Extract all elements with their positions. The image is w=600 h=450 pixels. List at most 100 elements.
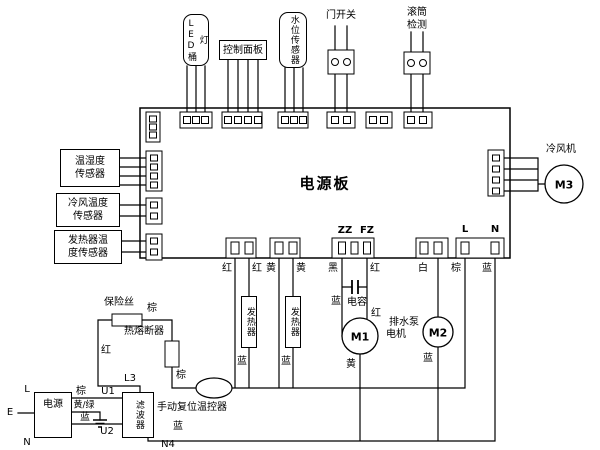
connector-mains-pins [460, 241, 500, 255]
thermostat-symbol [195, 377, 233, 399]
heater-sensor-line2: 度传感器 [68, 248, 108, 259]
thermal-brown-label: 棕 [176, 370, 186, 381]
fuse-symbol [111, 313, 143, 327]
wire-bundle [17, 25, 546, 442]
filter-u1-label: U1 [101, 386, 115, 397]
drum-switch-contact-1 [407, 59, 415, 67]
heater1-box: 发热器 [241, 296, 257, 348]
capacitor-plates [351, 280, 359, 294]
m1-label: M1 [350, 330, 370, 344]
power-brown-label: 棕 [76, 386, 86, 397]
drum-switch-contact-2 [419, 59, 427, 67]
drum-detect-line2: 检测 [407, 20, 427, 31]
connector-spare-left-pins [149, 115, 157, 139]
filter-box: 滤波器 [122, 392, 154, 438]
pump-blue-label: 蓝 [423, 353, 433, 364]
connector-heater2-pins [274, 241, 298, 255]
heater2-blue-label: 蓝 [281, 356, 291, 367]
m3-fan-circle [544, 164, 584, 204]
power-l-label: L [24, 384, 30, 395]
wire-blue-label: 蓝 [482, 263, 492, 274]
filter-l3-label: L3 [124, 373, 136, 384]
m3-label: M3 [554, 178, 574, 192]
filter-n4-label: N4 [161, 439, 175, 450]
cold-fan-label: 冷风机 [546, 144, 576, 155]
connector-water-pins [281, 116, 307, 124]
connector-unused-pins [369, 116, 388, 124]
connector-fan-pins [492, 154, 500, 195]
wire-white-label: 白 [418, 263, 428, 274]
wire-black-label: 黑 [328, 263, 338, 274]
power-e-label: E [6, 407, 14, 418]
drum-detect-line1: 滚筒 [407, 7, 427, 18]
connector-heater1-pins [230, 241, 254, 255]
capacitor-label: 电容 [347, 297, 367, 308]
m1-motor-circle [341, 317, 379, 355]
temp-humidity-box: 温湿度 传感器 [60, 149, 120, 187]
cold-air-line2: 传感器 [73, 211, 103, 222]
water-sensor-label: 水位传感器 [288, 15, 299, 65]
pump-name-label: 排水泵 [389, 317, 419, 328]
filter-label: 滤波器 [133, 400, 144, 430]
wire-red-motor-label: 红 [370, 263, 380, 274]
m2-label: M2 [428, 326, 448, 340]
temp-humidity-line1: 温湿度 [75, 156, 105, 167]
heater1-label: 发热器 [244, 307, 255, 337]
filter-u2-label: U2 [100, 426, 114, 437]
door-switch-contact-2 [343, 58, 351, 66]
led-light-box: LED桶灯 [183, 14, 209, 66]
power-n-label: N [23, 437, 31, 448]
connector-pump-pins [419, 241, 443, 255]
ground-icon [93, 419, 107, 428]
fuse-brown-label: 棕 [147, 303, 157, 314]
connector-temp-humidity-pins [150, 154, 158, 189]
connector-door-pins [331, 116, 351, 124]
wire-brown-label: 棕 [451, 263, 461, 274]
connector-panel-pins [224, 116, 262, 124]
heater-sensor-box: 发热器温 度传感器 [54, 230, 122, 264]
motor-yellow-label: 黄 [346, 359, 356, 370]
zz-label: ZZ [337, 225, 353, 236]
power-board-title: 电源板 [299, 174, 351, 193]
thermostat-label: 手动复位温控器 [157, 402, 227, 413]
connector-drum-pins [407, 116, 427, 124]
wire-yellow2-label: 黄 [296, 263, 306, 274]
red-feed-label: 红 [101, 345, 111, 356]
heater1-blue-label: 蓝 [237, 356, 247, 367]
wire-red1-label: 红 [222, 263, 232, 274]
power-blue-label: 蓝 [80, 412, 90, 423]
l-output-label: L [461, 224, 469, 235]
door-switch-contact-1 [331, 58, 339, 66]
connector-heater-sensor-pins [150, 237, 158, 256]
wire-red2-label: 红 [252, 263, 262, 274]
heater2-box: 发热器 [285, 296, 301, 348]
fuse-label: 保险丝 [104, 297, 134, 308]
motor-name-label: 电机 [386, 329, 406, 340]
thermal-fuse-label: 热熔断器 [124, 326, 164, 337]
water-sensor-box: 水位传感器 [279, 12, 307, 68]
cold-air-line1: 冷风温度 [68, 198, 108, 209]
control-panel-label: 控制面板 [223, 44, 263, 56]
power-board-outline [139, 107, 511, 259]
control-panel-box: 控制面板 [219, 40, 267, 60]
heater-sensor-line1: 发热器温 [68, 235, 108, 246]
door-switch-label: 门开关 [326, 10, 356, 21]
capacitor-blue-label: 蓝 [331, 296, 341, 307]
power-yellow-green-label: 黄/绿 [73, 400, 95, 411]
connector-motor-pins [338, 241, 371, 255]
wire-yellow1-label: 黄 [266, 263, 276, 274]
thermal-fuse-symbol [164, 340, 180, 368]
n-output-label: N [490, 224, 500, 235]
drum-switch-contacts-box [403, 51, 431, 75]
neutral-blue-label: 蓝 [173, 421, 183, 432]
connector-cold-air-pins [150, 201, 158, 220]
cold-air-sensor-box: 冷风温度 传感器 [56, 193, 120, 227]
capacitor-red-label: 红 [371, 308, 381, 319]
led-light-label: LED桶灯 [186, 18, 208, 62]
fz-label: FZ [359, 225, 375, 236]
power-source-box: 电源 [34, 392, 72, 438]
power-source-label: 电源 [43, 399, 63, 410]
temp-humidity-line2: 传感器 [75, 169, 105, 180]
